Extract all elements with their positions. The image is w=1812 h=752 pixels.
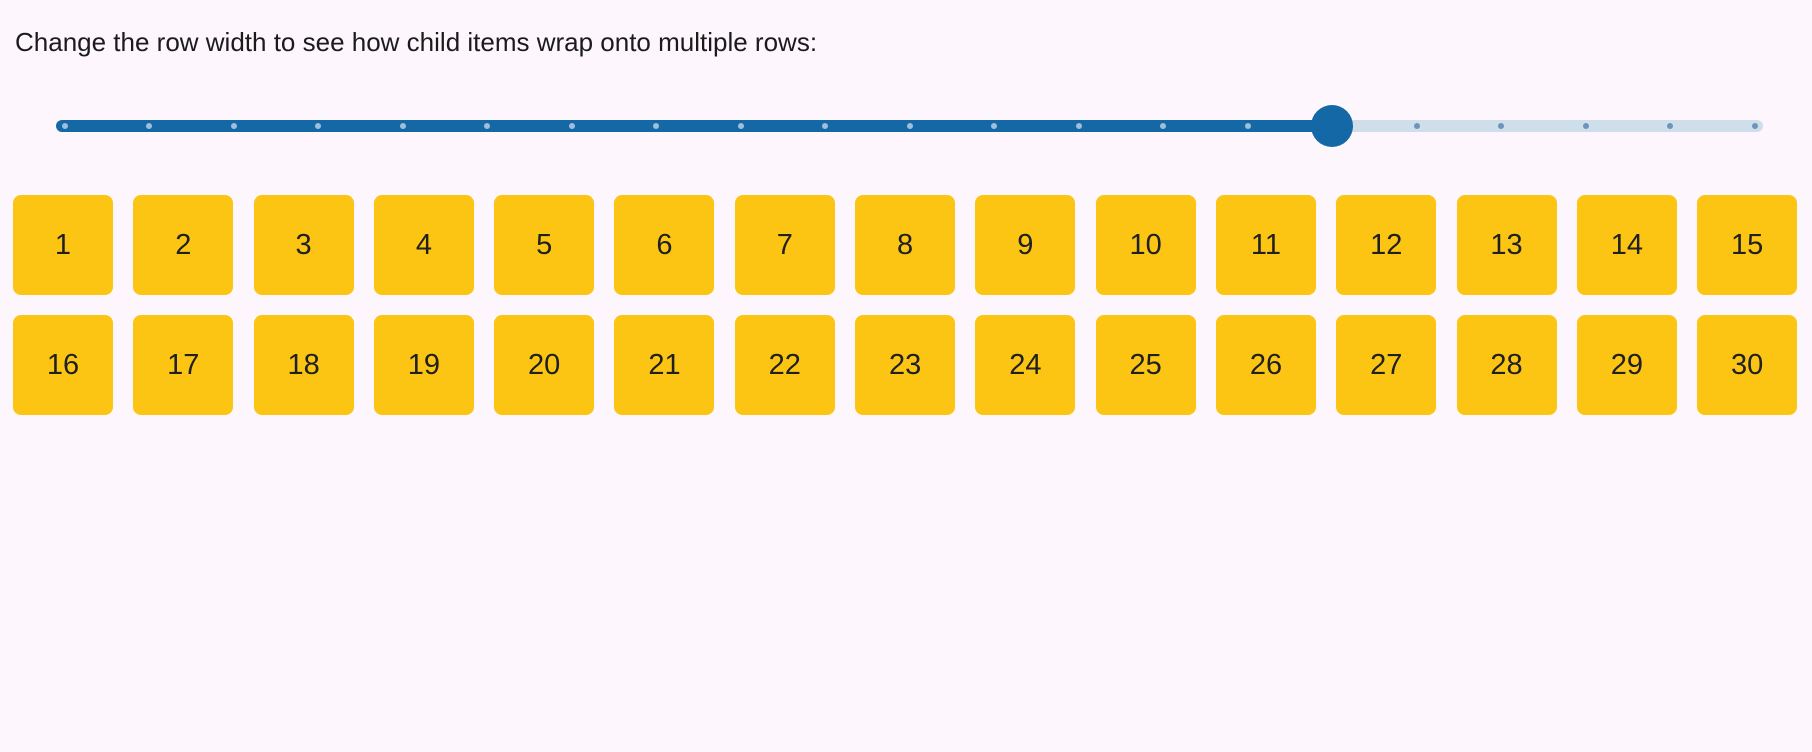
grid-item-number: 7 (776, 228, 793, 261)
slider-tick (906, 123, 913, 129)
slider-tick (991, 123, 997, 129)
grid-item-number: 27 (1370, 348, 1403, 381)
grid-item-number: 1 (54, 228, 72, 261)
slider-tick (399, 123, 406, 129)
grid-item: 18 (253, 315, 354, 415)
grid-item-number: 10 (1129, 228, 1162, 261)
grid-item: 4 (373, 195, 474, 295)
grid-item-number: 14 (1610, 228, 1643, 261)
grid-item-number: 21 (648, 348, 681, 381)
grid-item: 14 (1576, 195, 1677, 295)
grid-item-number: 16 (46, 348, 80, 381)
slider-tick (1075, 123, 1082, 129)
slider-tick (1582, 123, 1589, 129)
grid-item: 5 (494, 195, 595, 295)
grid-item: 6 (614, 195, 715, 295)
grid-item-number: 2 (175, 228, 192, 261)
grid-item: 25 (1095, 315, 1196, 415)
grid-item-number: 17 (167, 348, 200, 381)
grid-item: 16 (13, 315, 113, 415)
grid-item: 23 (855, 315, 956, 415)
slider-tick (484, 123, 490, 129)
grid-item: 28 (1456, 315, 1557, 415)
slider-tick (146, 123, 152, 129)
slider-tick (1751, 123, 1758, 129)
grid-item-number: 8 (897, 228, 914, 261)
grid-item: 11 (1215, 195, 1316, 295)
slider-tick (653, 123, 659, 129)
grid-item: 2 (133, 195, 234, 295)
grid-item-number: 29 (1610, 348, 1643, 381)
grid-item-number: 3 (295, 228, 312, 261)
grid-item-number: 26 (1249, 348, 1283, 381)
slider-thumb[interactable] (1311, 105, 1353, 147)
slider-tick (1244, 123, 1251, 129)
grid-item: 10 (1095, 195, 1196, 295)
grid-item: 30 (1697, 315, 1798, 415)
grid-item-number: 12 (1370, 228, 1403, 261)
grid-item: 13 (1456, 195, 1557, 295)
grid-item-number: 25 (1129, 348, 1162, 381)
grid-item: 3 (253, 195, 354, 295)
grid-item-number: 18 (287, 348, 320, 381)
row-width-slider[interactable] (56, 105, 1763, 148)
slider-tick (230, 123, 237, 129)
grid-item: 12 (1336, 195, 1437, 295)
slider-tick (822, 123, 828, 129)
slider-tick (1667, 123, 1673, 129)
grid-item-number: 19 (407, 348, 441, 381)
grid-item-number: 30 (1731, 348, 1764, 381)
grid-item: 15 (1697, 195, 1798, 295)
grid-item: 19 (373, 315, 474, 415)
grid-item-number: 6 (656, 228, 673, 261)
slider-tick (1498, 123, 1504, 129)
slider-tick (61, 123, 68, 129)
grid-item: 9 (975, 195, 1076, 295)
grid-item: 17 (133, 315, 234, 415)
grid-item-number: 15 (1731, 228, 1764, 261)
grid-item-number: 23 (888, 348, 922, 381)
grid-item: 24 (975, 315, 1076, 415)
grid-item: 7 (734, 195, 835, 295)
slider-tick (1160, 123, 1166, 129)
grid-item: 20 (494, 315, 595, 415)
grid-item: 22 (734, 315, 835, 415)
grid-item-number: 4 (415, 228, 432, 261)
slider-tick (315, 123, 321, 129)
grid-item-number: 13 (1490, 228, 1523, 261)
grid-item-number: 11 (1250, 228, 1282, 261)
grid-item-number: 28 (1490, 348, 1523, 381)
grid-item-number: 20 (528, 348, 561, 381)
grid-item-number: 5 (536, 228, 553, 261)
grid-item-number: 9 (1017, 228, 1034, 261)
grid-item: 1 (13, 195, 113, 295)
grid-item: 21 (614, 315, 715, 415)
grid-item: 26 (1215, 315, 1316, 415)
slider-tick (737, 123, 744, 129)
slider-tick (568, 123, 575, 129)
grid-item-number: 24 (1009, 348, 1042, 381)
grid-item: 27 (1336, 315, 1437, 415)
slider-fill[interactable] (56, 120, 1332, 132)
grid-item: 29 (1576, 315, 1677, 415)
grid-item: 8 (855, 195, 956, 295)
instruction-text: Change the row width to see how child it… (15, 27, 818, 57)
slider-tick (1413, 123, 1420, 129)
grid-item-number: 22 (768, 348, 801, 381)
